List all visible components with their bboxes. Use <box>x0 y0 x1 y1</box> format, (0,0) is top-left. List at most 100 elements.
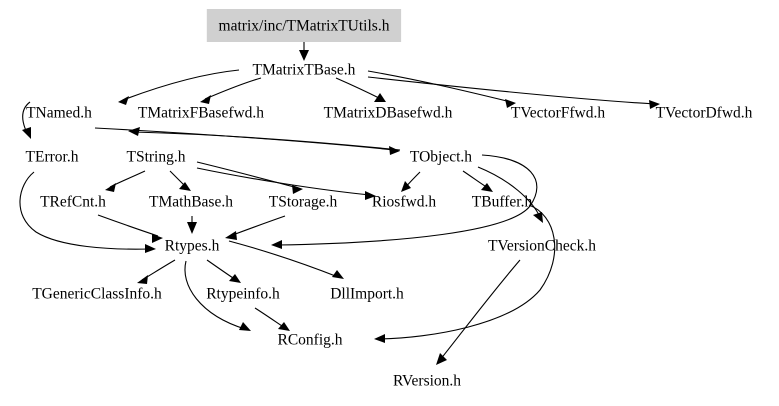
node-label: TVectorFfwd.h <box>511 105 606 122</box>
arrow-head-icon <box>229 274 241 283</box>
edge-rtypes-to-dllimport <box>228 240 344 279</box>
arrow-head-icon <box>187 222 197 234</box>
arrow-head-icon <box>225 231 237 240</box>
edge-line <box>184 260 246 330</box>
graph-node-tmatrixdbasefwd[interactable]: TMatrixDBasefwd.h <box>320 102 455 124</box>
edge-tstring-to-riosfwd <box>196 167 376 200</box>
graph-node-tvectordfwd[interactable]: TVectorDfwd.h <box>652 102 755 124</box>
node-label: TGenericClassInfo.h <box>32 286 162 303</box>
edge-tmatrixtbase-to-tvectorffwd <box>367 70 516 108</box>
arrow-head-icon <box>200 95 211 104</box>
edge-tnamed-to-tobject <box>94 127 400 155</box>
edge-tmatrixtbase-to-tmatrixdbasefwd <box>335 77 386 102</box>
node-layer: matrix/inc/TMatrixTUtils.hTMatrixTBase.h… <box>21 9 755 392</box>
edge-line <box>335 77 382 100</box>
graph-node-tvectorffwd[interactable]: TVectorFfwd.h <box>506 102 609 124</box>
arrow-head-icon <box>271 240 282 249</box>
graph-node-tmathbase[interactable]: TMathBase.h <box>144 191 238 213</box>
edge-tstring-to-trefcnt <box>105 170 146 192</box>
arrow-head-icon <box>533 212 543 223</box>
arrow-head-icon <box>481 183 493 192</box>
node-label: DllImport.h <box>330 286 404 303</box>
graph-node-tstorage[interactable]: TStorage.h <box>264 191 342 213</box>
arrow-head-icon <box>105 183 116 192</box>
graph-node-tnamed[interactable]: TNamed.h <box>21 102 96 124</box>
edge-line <box>379 204 556 340</box>
node-label: Rtypes.h <box>165 238 220 255</box>
edge-line <box>94 127 395 151</box>
edge-tstorage-to-rtypes <box>225 215 286 240</box>
graph-node-tobject[interactable]: TObject.h <box>406 146 477 168</box>
edge-root-to-tmatrixtbase <box>299 41 309 61</box>
arrow-head-icon <box>152 234 163 243</box>
graph-node-tbuffer[interactable]: TBuffer.h <box>465 191 539 213</box>
edge-tbuffer-to-rconfig <box>374 204 556 343</box>
arrow-head-icon <box>22 127 31 139</box>
arrow-head-icon <box>505 99 516 108</box>
arrow-head-icon <box>332 270 344 279</box>
node-label: TString.h <box>127 149 186 166</box>
arrow-head-icon <box>365 191 376 200</box>
edge-trefcnt-to-rtypes <box>97 214 163 243</box>
edge-tmatrixtbase-to-tvectordfwd <box>367 76 660 109</box>
node-label: TMathBase.h <box>149 194 233 211</box>
edge-line <box>97 214 159 237</box>
arrow-head-icon <box>118 96 129 105</box>
arrow-head-icon <box>374 93 386 102</box>
graph-node-root[interactable]: matrix/inc/TMatrixTUtils.h <box>206 9 402 42</box>
edge-line <box>196 167 371 196</box>
graph-node-rversion[interactable]: RVersion.h <box>388 370 466 392</box>
root-node-box <box>206 9 402 42</box>
node-label: RVersion.h <box>393 373 461 390</box>
arrow-head-icon <box>401 181 411 192</box>
arrow-head-icon <box>389 146 400 155</box>
edge-line <box>477 166 541 218</box>
arrow-head-icon <box>145 244 156 253</box>
node-label: TMatrixTBase.h <box>253 62 356 79</box>
node-label: RConfig.h <box>277 332 342 349</box>
arrow-head-icon <box>137 275 148 284</box>
edge-layer <box>19 41 660 365</box>
edge-tobject-to-tbuffer <box>462 170 493 192</box>
node-label: Rtypeinfo.h <box>206 286 280 303</box>
graph-node-rconfig[interactable]: RConfig.h <box>273 329 347 351</box>
arrow-head-icon <box>374 334 385 343</box>
graph-node-terror[interactable]: TError.h <box>22 146 82 168</box>
arrow-head-icon <box>299 50 309 61</box>
edge-line <box>254 307 286 329</box>
graph-node-rtypes[interactable]: Rtypes.h <box>160 235 224 257</box>
edge-line <box>462 170 489 189</box>
graph-node-tmatrixfbasefwd[interactable]: TMatrixFBasefwd.h <box>133 102 268 124</box>
edge-tnamed-to-terror <box>22 101 31 139</box>
node-label: matrix/inc/TMatrixTUtils.h <box>219 18 390 35</box>
edge-line <box>229 215 286 237</box>
graph-node-tversioncheck[interactable]: TVersionCheck.h <box>483 235 601 257</box>
edge-tstring-to-tmathbase <box>169 170 191 191</box>
edge-tobject-to-riosfwd <box>401 171 421 192</box>
graph-node-tstring[interactable]: TString.h <box>122 146 190 168</box>
node-label: Riosfwd.h <box>372 194 436 211</box>
edge-tmathbase-to-rtypes <box>187 216 197 234</box>
arrow-head-icon <box>179 182 191 191</box>
node-label: TStorage.h <box>269 194 338 211</box>
graph-node-dllimport[interactable]: DllImport.h <box>327 283 406 305</box>
graph-node-rtypeinfo[interactable]: Rtypeinfo.h <box>202 283 285 305</box>
edge-tobject-to-rtypes <box>271 154 538 249</box>
arrow-head-icon <box>649 100 660 109</box>
arrow-head-icon <box>436 353 447 365</box>
graph-node-tgenericclassinfo[interactable]: TGenericClassInfo.h <box>26 283 168 305</box>
node-label: TVectorDfwd.h <box>656 105 753 122</box>
edge-rtypes-to-rconfig <box>184 260 251 331</box>
edge-rtypeinfo-to-rconfig <box>254 307 290 331</box>
arrow-head-icon <box>292 185 303 194</box>
edge-line <box>204 77 262 100</box>
edge-tobject-to-tversioncheck <box>477 166 543 223</box>
graph-node-tmatrixtbase[interactable]: TMatrixTBase.h <box>247 59 360 81</box>
graph-node-trefcnt[interactable]: TRefCnt.h <box>35 191 112 213</box>
edge-tstring-to-tstorage <box>196 161 303 194</box>
node-label: TMatrixDBasefwd.h <box>324 105 453 122</box>
node-label: TVersionCheck.h <box>488 238 596 255</box>
edge-line <box>439 259 521 361</box>
graph-node-riosfwd[interactable]: Riosfwd.h <box>368 191 439 213</box>
